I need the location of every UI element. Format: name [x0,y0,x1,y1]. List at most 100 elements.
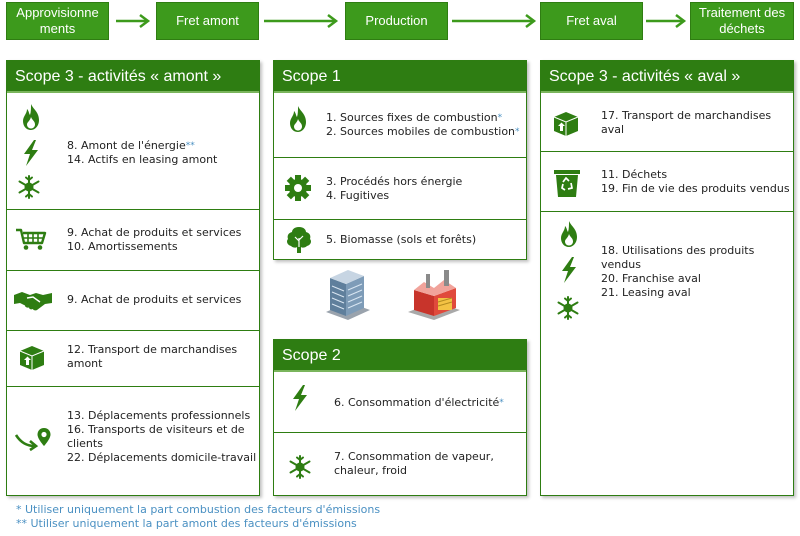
list-item: 11. Déchets 19. Fin de vie des produits … [541,151,793,211]
list-item: 8. Amont de l'énergie** 14. Actifs en le… [7,95,259,209]
text-line: chaleur, froid [334,464,407,477]
row-text: 9. Achat de produits et services [67,293,241,307]
list-item: 5. Biomasse (sols et forêts) [274,219,526,261]
text-line: aval [601,123,625,136]
scope3-amont-panel: Scope 3 - activités « amont » 8. Amont d… [6,60,260,496]
flame-icon [19,103,43,131]
panel-title: Scope 3 - activités « amont » [7,61,259,93]
flow-step-label: Production [365,13,428,28]
row-text: 18. Utilisations des produits vendus 20.… [601,244,754,300]
row-text: 12. Transport de marchandises amont [67,343,237,371]
text-line: clients [67,437,103,450]
text-line: 10. Amortissements [67,240,178,253]
list-item: 17. Transport de marchandises aval [541,95,793,151]
row-text: 8. Amont de l'énergie** 14. Actifs en le… [67,139,217,167]
footnote-mark: * [515,127,520,137]
panel-title: Scope 3 - activités « aval » [541,61,793,93]
row-text: 17. Transport de marchandises aval [601,109,771,137]
scope3-aval-panel: Scope 3 - activités « aval » 17. Transpo… [540,60,794,496]
snowflake-sun-icon [15,173,43,201]
footnote-mark: * [499,398,504,408]
footnote-text: Utiliser uniquement la part combustion d… [21,503,381,516]
gear-icon [284,174,312,202]
list-item: 7. Consommation de vapeur, chaleur, froi… [274,432,526,497]
text-line: 7. Consommation de vapeur, [334,450,494,463]
lightning-icon [557,256,581,284]
footnote-combustion: * Utiliser uniquement la part combustion… [16,503,380,516]
list-item: 3. Procédés hors énergie 4. Fugitives [274,157,526,219]
flow-step-production: Production [345,2,448,40]
flow-arrow-icon [264,14,339,28]
flame-icon [286,105,310,133]
box-icon [19,345,45,371]
factory-icon [408,270,460,320]
scope2-panel: Scope 2 6. Consommation d'électricité* 7… [273,339,527,496]
row-text: 1. Sources fixes de combustion* 2. Sourc… [326,111,520,139]
list-item: 6. Consommation d'électricité* [274,374,526,432]
flow-arrow-icon [646,14,687,28]
row-text: 3. Procédés hors énergie 4. Fugitives [326,175,462,203]
text-line: 19. Fin de vie des produits vendus [601,182,790,195]
text-line: 17. Transport de marchandises [601,109,772,122]
flow-step-approvisionnements: Approvisionne ments [6,2,109,40]
flow-arrow-icon [116,14,151,28]
list-item: 13. Déplacements professionnels 16. Tran… [7,386,259,495]
text-line: 3. Procédés hors énergie [326,175,463,188]
row-text: 6. Consommation d'électricité* [334,396,504,410]
row-text: 7. Consommation de vapeur, chaleur, froi… [334,450,494,478]
row-text: 9. Achat de produits et services 10. Amo… [67,226,241,254]
text-line: 8. Amont de l'énergie** [67,139,195,152]
flow-step-label: Fret aval [566,13,617,28]
lightning-icon [19,139,43,167]
tree-icon [284,225,314,255]
row-text: 11. Déchets 19. Fin de vie des produits … [601,168,790,196]
footnote-text: Utiliser uniquement la part amont des fa… [27,517,357,530]
flame-icon [557,220,581,248]
panel-title: Scope 1 [274,61,526,93]
footnote-mark: ** [185,141,195,151]
lightning-icon [288,384,312,412]
box-icon [553,111,579,137]
location-arrow-icon [15,427,51,453]
flow-step-label: Traitement des déchets [698,5,786,36]
panel-title: Scope 2 [274,340,526,372]
snowflake-sun-icon [286,453,314,481]
text-line: 20. Franchise aval [601,272,701,285]
row-text: 5. Biomasse (sols et forêts) [326,233,476,247]
text-line: 16. Transports de visiteurs et de [67,423,245,436]
footnote-mark: * [16,503,22,516]
office-building-icon [326,270,370,320]
text-line: 9. Achat de produits et services [67,226,242,239]
text-line: 2. Sources mobiles de combustion* [326,125,520,138]
footnote-amont: ** Utiliser uniquement la part amont des… [16,517,357,530]
text-line: amont [67,357,103,370]
flow-step-fret-aval: Fret aval [540,2,643,40]
flow-step-label: Approvisionne ments [16,5,99,36]
text-line: vendus [601,258,641,271]
list-item: 9. Achat de produits et services 10. Amo… [7,209,259,270]
text-line: 9. Achat de produits et services [67,293,242,306]
list-item: 1. Sources fixes de combustion* 2. Sourc… [274,95,526,157]
handshake-icon [13,288,53,312]
list-item: 12. Transport de marchandises amont [7,330,259,386]
list-item: 9. Achat de produits et services [7,270,259,330]
text-line: 22. Déplacements domicile-travail [67,451,257,464]
text-line: 12. Transport de marchandises [67,343,238,356]
footnote-mark: ** [16,517,27,530]
recycle-bin-icon [553,168,581,198]
text-line: 5. Biomasse (sols et forêts) [326,233,477,246]
scope1-panel: Scope 1 1. Sources fixes de combustion* … [273,60,527,260]
text-line: 1. Sources fixes de combustion* [326,111,503,124]
flow-step-traitement-dechets: Traitement des déchets [690,2,794,40]
flow-arrow-icon [452,14,537,28]
shopping-cart-icon [15,227,47,251]
text-line: 18. Utilisations des produits [601,244,755,257]
flow-step-fret-amont: Fret amont [156,2,259,40]
text-line: 21. Leasing aval [601,286,691,299]
flow-step-label: Fret amont [176,13,239,28]
text-line: 14. Actifs en leasing amont [67,153,218,166]
text-line: 13. Déplacements professionnels [67,409,251,422]
text-line: 6. Consommation d'électricité* [334,396,504,409]
text-line: 11. Déchets [601,168,668,181]
text-line: 4. Fugitives [326,189,390,202]
